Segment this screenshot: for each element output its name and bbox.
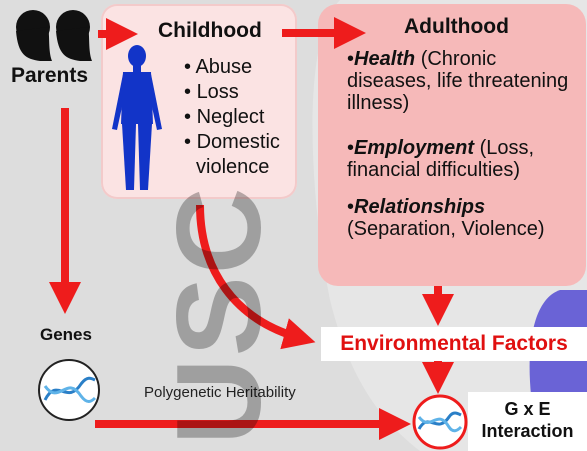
adulthood-item-rest: (Separation, Violence) <box>347 218 545 240</box>
gxe-label: G x E Interaction <box>468 392 587 451</box>
adulthood-item-health: •Health (Chronic diseases, life threaten… <box>347 48 569 114</box>
adulthood-title: Adulthood <box>404 15 509 38</box>
environmental-factors-label: Environmental Factors <box>321 327 587 361</box>
parents-label: Parents <box>11 64 89 87</box>
parents-heads-icon <box>16 10 92 61</box>
adulthood-item-head: Employment <box>354 137 475 159</box>
adulthood-item-rest: (Loss, financial difficulties) <box>347 137 535 181</box>
genes-label: Genes <box>40 325 92 344</box>
human-figure-icon <box>112 45 162 190</box>
gxe-dna-icon <box>412 394 468 450</box>
adulthood-item-head: Health <box>354 48 416 70</box>
adulthood-item-relationships: •Relationships (Separation, Violence) <box>347 196 545 240</box>
childhood-item-text: Neglect <box>196 106 265 128</box>
childhood-item: • Domestic violence <box>184 131 280 178</box>
adulthood-item-employment: •Employment (Loss, financial difficultie… <box>347 137 535 181</box>
childhood-list: • Abuse • Loss • Neglect • Domestic viol… <box>184 55 294 180</box>
childhood-item-text: Domestic violence <box>196 131 280 178</box>
childhood-item: • Neglect <box>184 106 265 128</box>
childhood-item: • Abuse <box>184 56 253 78</box>
arrow-childhood-environment <box>196 204 316 350</box>
dna-icon <box>38 359 100 421</box>
childhood-title: Childhood <box>158 19 262 42</box>
watermark: USC <box>152 185 286 445</box>
gxe-line1: G x E <box>504 399 551 419</box>
childhood-item: • Loss <box>184 81 239 103</box>
childhood-item-text: Abuse <box>195 56 253 78</box>
gxe-line2: Interaction <box>481 421 574 441</box>
polygenic-label: Polygenetic Heritability <box>144 384 296 401</box>
adulthood-box <box>318 4 586 286</box>
childhood-item-text: Loss <box>196 81 239 103</box>
adulthood-item-rest: (Chronic diseases, life threatening illn… <box>347 48 569 114</box>
adulthood-item-head: Relationships <box>354 196 486 218</box>
